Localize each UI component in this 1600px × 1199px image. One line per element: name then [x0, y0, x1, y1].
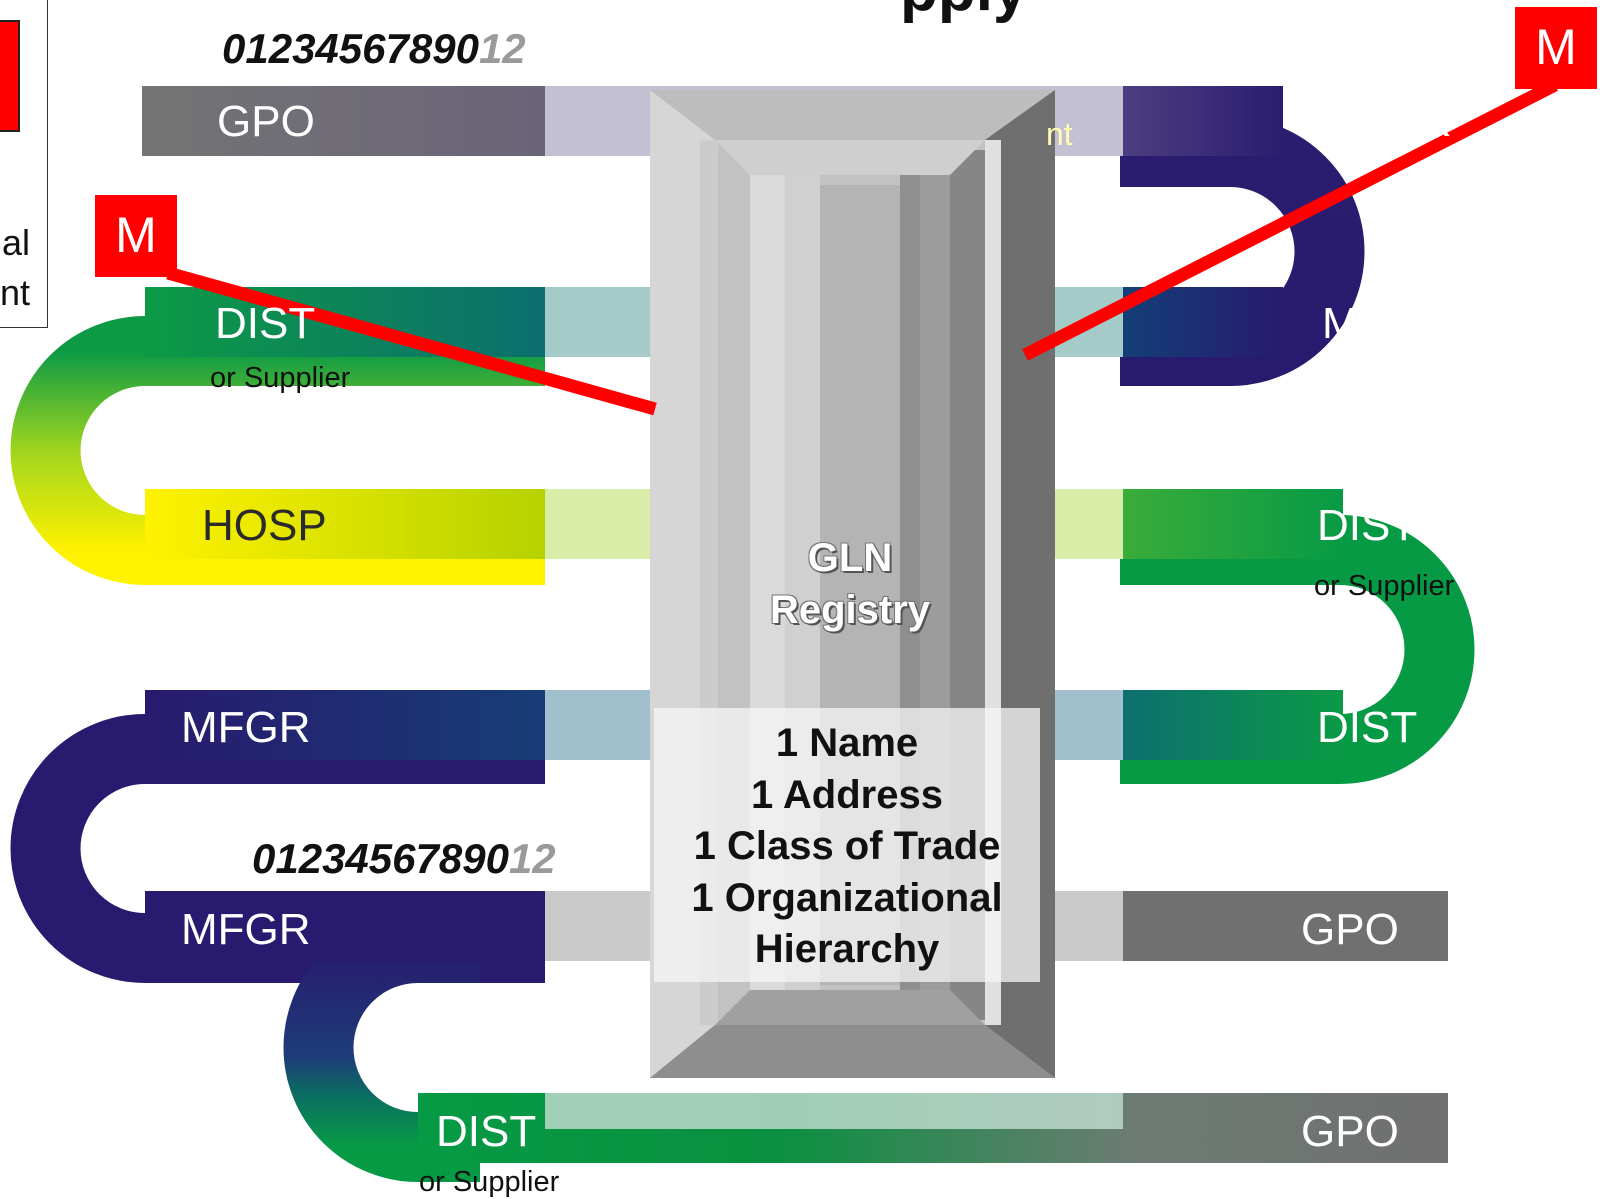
attribute-item: 1 Name [654, 718, 1040, 770]
row4-left-label: MFGR [181, 706, 311, 750]
side-panel-line: al [0, 218, 30, 268]
title-fragment: pply [900, 0, 1027, 25]
side-panel-red-box [0, 20, 20, 132]
row1-left-label: GPO [217, 100, 315, 144]
registry-title-line2: Registry [700, 584, 1000, 636]
marker-right: M [1515, 7, 1597, 89]
row3-right-label: DIST [1317, 504, 1417, 548]
side-panel-line: nt [0, 268, 30, 318]
row3-left-label: HOSP [202, 504, 327, 548]
attribute-item: 1 Class of Trade [654, 821, 1040, 873]
row6-right-label: GPO [1301, 1110, 1399, 1154]
row6-left-sublabel: or Supplier [419, 1168, 559, 1197]
code-main: 01234567890 [222, 25, 479, 72]
row2-left-label: DIST [215, 302, 315, 346]
code-tail: 12 [509, 835, 556, 882]
attributes-list: 1 Name 1 Address 1 Class of Trade 1 Orga… [654, 718, 1040, 976]
row6-left-label: DIST [436, 1110, 536, 1154]
attribute-item: 1 Organizational [654, 873, 1040, 925]
registry-title-line1: GLN [700, 532, 1000, 584]
row2-left-sublabel: or Supplier [210, 364, 350, 393]
side-panel-text: al nt [0, 218, 30, 318]
row5-left-label: MFGR [181, 908, 311, 952]
row5-right-bar [1123, 891, 1448, 961]
row1-right-label: MFGR [1322, 100, 1452, 144]
row3-right-bar [1123, 489, 1343, 559]
registry-title: GLN Registry [700, 532, 1000, 636]
marker-left: M [95, 195, 177, 277]
row4-right-bar [1123, 690, 1343, 760]
code-number-top: 0123456789012 [222, 28, 526, 70]
attribute-item: 1 Address [654, 770, 1040, 822]
row2-right-label: MFGR [1322, 302, 1452, 346]
row5-right-label: GPO [1301, 908, 1399, 952]
code-number-bottom: 0123456789012 [252, 838, 556, 880]
code-main: 01234567890 [252, 835, 509, 882]
code-tail: 12 [479, 25, 526, 72]
row1-left-bar [142, 86, 545, 156]
row6-highlight [545, 1093, 1123, 1129]
attribute-item: Hierarchy [654, 924, 1040, 976]
row1-middle-text-fragment: nt [1046, 118, 1073, 150]
row3-right-sublabel: or Supplier [1314, 572, 1454, 601]
row4-right-label: DIST [1317, 706, 1417, 750]
row1-right-bar [1123, 86, 1283, 156]
